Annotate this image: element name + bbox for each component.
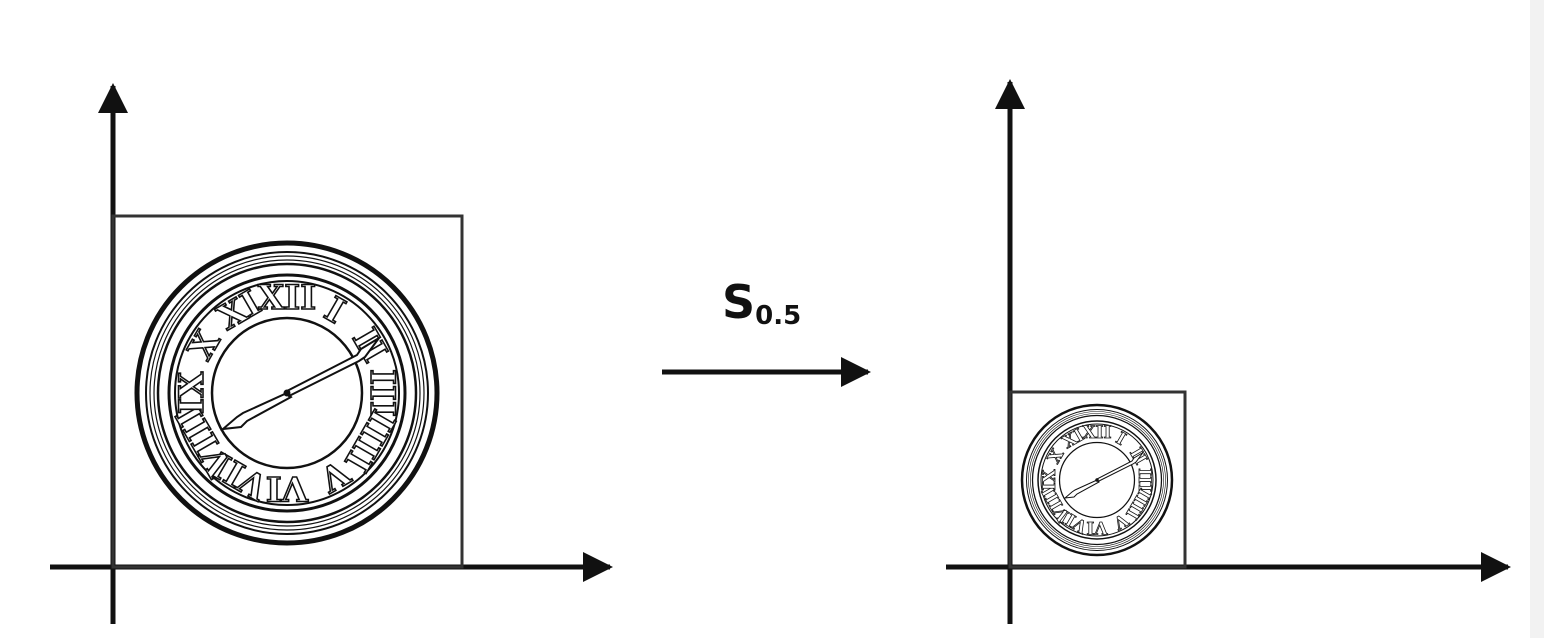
right-edge-strip bbox=[1530, 0, 1544, 638]
transform-label: S0.5 bbox=[722, 275, 801, 331]
left-panel bbox=[50, 83, 613, 624]
right-clock-image bbox=[1020, 403, 1174, 557]
transform-symbol: S bbox=[722, 275, 755, 329]
right-bounding-box bbox=[1008, 390, 1187, 569]
transform-group: S0.5 bbox=[662, 275, 871, 387]
right-panel bbox=[946, 79, 1511, 624]
left-clock-image bbox=[137, 243, 437, 543]
left-bounding-box bbox=[111, 214, 464, 569]
transform-subscript: 0.5 bbox=[755, 301, 801, 331]
